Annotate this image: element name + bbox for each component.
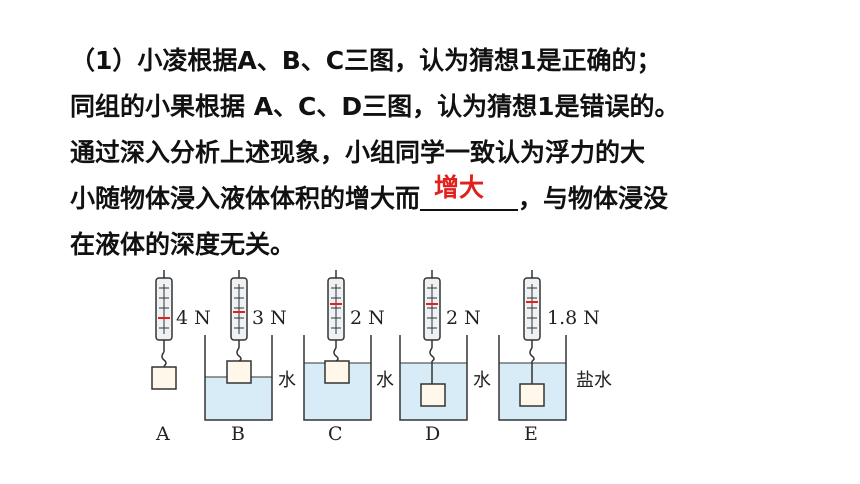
reading-b: 3 N — [252, 307, 287, 329]
spring-scale-e — [523, 270, 541, 384]
water-b — [205, 377, 272, 420]
block-b — [226, 360, 252, 384]
panel-b: 3 N 水 B — [204, 270, 296, 445]
beaker-b — [204, 335, 273, 421]
panel-d: 2 N 水 D — [399, 270, 491, 445]
liquid-label-c: 水 — [376, 370, 394, 391]
reading-d: 2 N — [446, 307, 481, 329]
question-text: （1）小凌根据A、B、C三图，认为猜想1是正确的； 同组的小果根据 A、C、D三… — [70, 38, 830, 268]
block-d — [420, 383, 446, 407]
block-e — [519, 383, 545, 407]
panel-a: 4 N A — [151, 270, 211, 445]
reading-e: 1.8 N — [547, 307, 600, 329]
beaker-d — [399, 335, 468, 421]
panel-label-e: E — [524, 423, 538, 445]
reading-a: 4 N — [176, 307, 211, 329]
text-line-2: 同组的小果根据 A、C、D三图，认为猜想1是错误的。 — [70, 92, 680, 121]
text-line-4-after: ，与物体浸没 — [518, 184, 669, 213]
text-line-1: （1）小凌根据A、B、C三图，认为猜想1是正确的； — [70, 46, 662, 75]
spring-scale-d — [423, 270, 441, 384]
panel-label-c: C — [328, 423, 343, 445]
spring-scale-b — [230, 270, 248, 362]
text-line-5: 在液体的深度无关。 — [70, 230, 296, 259]
spring-scale-a — [155, 270, 173, 367]
liquid-label-d: 水 — [473, 370, 491, 391]
panel-c: 2 N 水 C — [303, 270, 394, 445]
spring-scale-c — [327, 270, 345, 362]
liquid-label-e: 盐水 — [576, 370, 612, 391]
text-line-4: 小随物体浸入液体体积的增大而增大 ，与物体浸没 — [70, 173, 830, 222]
answer-text: 增大 — [434, 173, 485, 202]
text-line-3: 通过深入分析上述现象，小组同学一致认为浮力的大 — [70, 138, 646, 167]
beaker-c — [303, 335, 372, 421]
text-line-4-before: 小随物体浸入液体体积的增大而 — [70, 184, 421, 213]
reading-c: 2 N — [350, 307, 385, 329]
answer-blank: 增大 — [420, 173, 519, 211]
block-a — [151, 366, 177, 390]
panel-e: 1.8 N 盐水 E — [498, 270, 612, 445]
beaker-e — [498, 335, 567, 421]
liquid-label-b: 水 — [278, 370, 296, 391]
panel-label-d: D — [425, 423, 440, 445]
block-c — [324, 360, 350, 384]
panel-label-a: A — [155, 423, 170, 445]
panel-label-b: B — [231, 423, 245, 445]
